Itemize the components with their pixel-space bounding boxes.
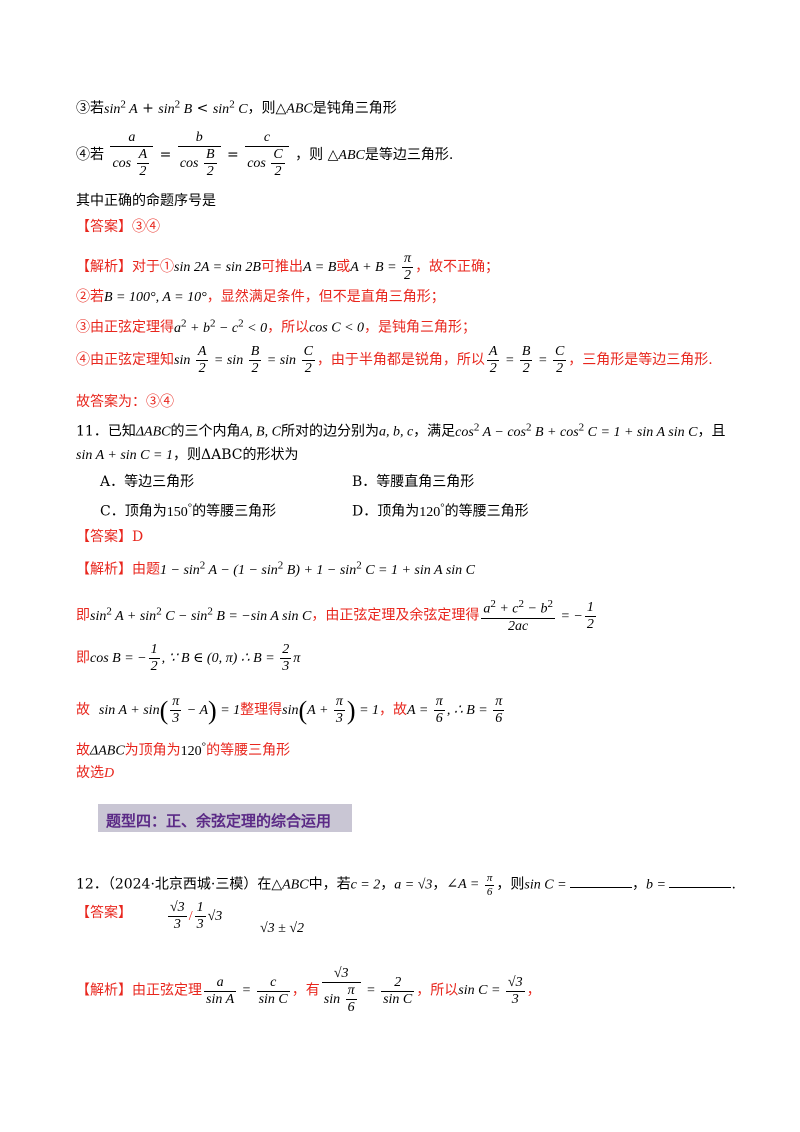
q12-answer: 【答案】: [76, 905, 132, 921]
q10-analysis-line1: 【解析】对于①sin 2A = sin 2B可推出A = B或A + B = π…: [76, 251, 500, 284]
q11-stem-line1: 11．已知ΔABC的三个内角A, B, C所对的边分别为a, b, c，满足co…: [76, 421, 726, 440]
answer-blank-1[interactable]: [570, 886, 633, 889]
q11-option-c: C．顶角为150°的等腰三角形: [100, 501, 277, 520]
q11-option-d: D．顶角为120°的等腰三角形: [352, 501, 529, 520]
q10-answer: 【答案】③④: [76, 219, 160, 235]
section-title: 题型四：正、余弦定理的综合运用: [106, 812, 332, 830]
q11-option-a: A．等边三角形: [100, 474, 195, 490]
q11-analysis-line1: 【解析】由题1 − sin2 A − (1 − sin2 B) + 1 − si…: [76, 559, 475, 578]
q10-analysis-line3: ③由正弦定理得a2 + b2 − c2 < 0，所以cos C < 0，是钝角三…: [76, 317, 477, 336]
q12-stem: 12．（2024·北京西城·三模）在△ABC中，若c = 2，a = √3，∠A…: [76, 872, 736, 898]
answer-blank-2[interactable]: [669, 886, 732, 889]
q10-question-text: 其中正确的命题序号是: [76, 193, 216, 209]
q11-option-b: B．等腰直角三角形: [352, 474, 475, 490]
q11-stem-line2: sin A + sin C = 1，则ΔABC的形状为: [76, 447, 299, 463]
proposition-3: ③若sin2 A + sin2 B < sin2 C，则△ABC是钝角三角形: [76, 98, 397, 117]
q10-analysis-line2: ②若B = 100°, A = 10°，显然满足条件，但不是直角三角形；: [76, 289, 445, 305]
q11-analysis-line5: 故ΔABC为顶角为120°的等腰三角形: [76, 740, 291, 759]
q12-answer-value-2: √3 ± √2: [260, 921, 305, 936]
section-banner: 题型四：正、余弦定理的综合运用: [98, 804, 352, 832]
q11-analysis-line2: 即sin2 A + sin2 C − sin2 B = −sin A sin C…: [76, 598, 596, 634]
q11-answer: 【答案】D: [76, 529, 144, 545]
q11-analysis-line6: 故选D: [76, 765, 115, 781]
q10-final: 故答案为：③④: [76, 394, 174, 410]
